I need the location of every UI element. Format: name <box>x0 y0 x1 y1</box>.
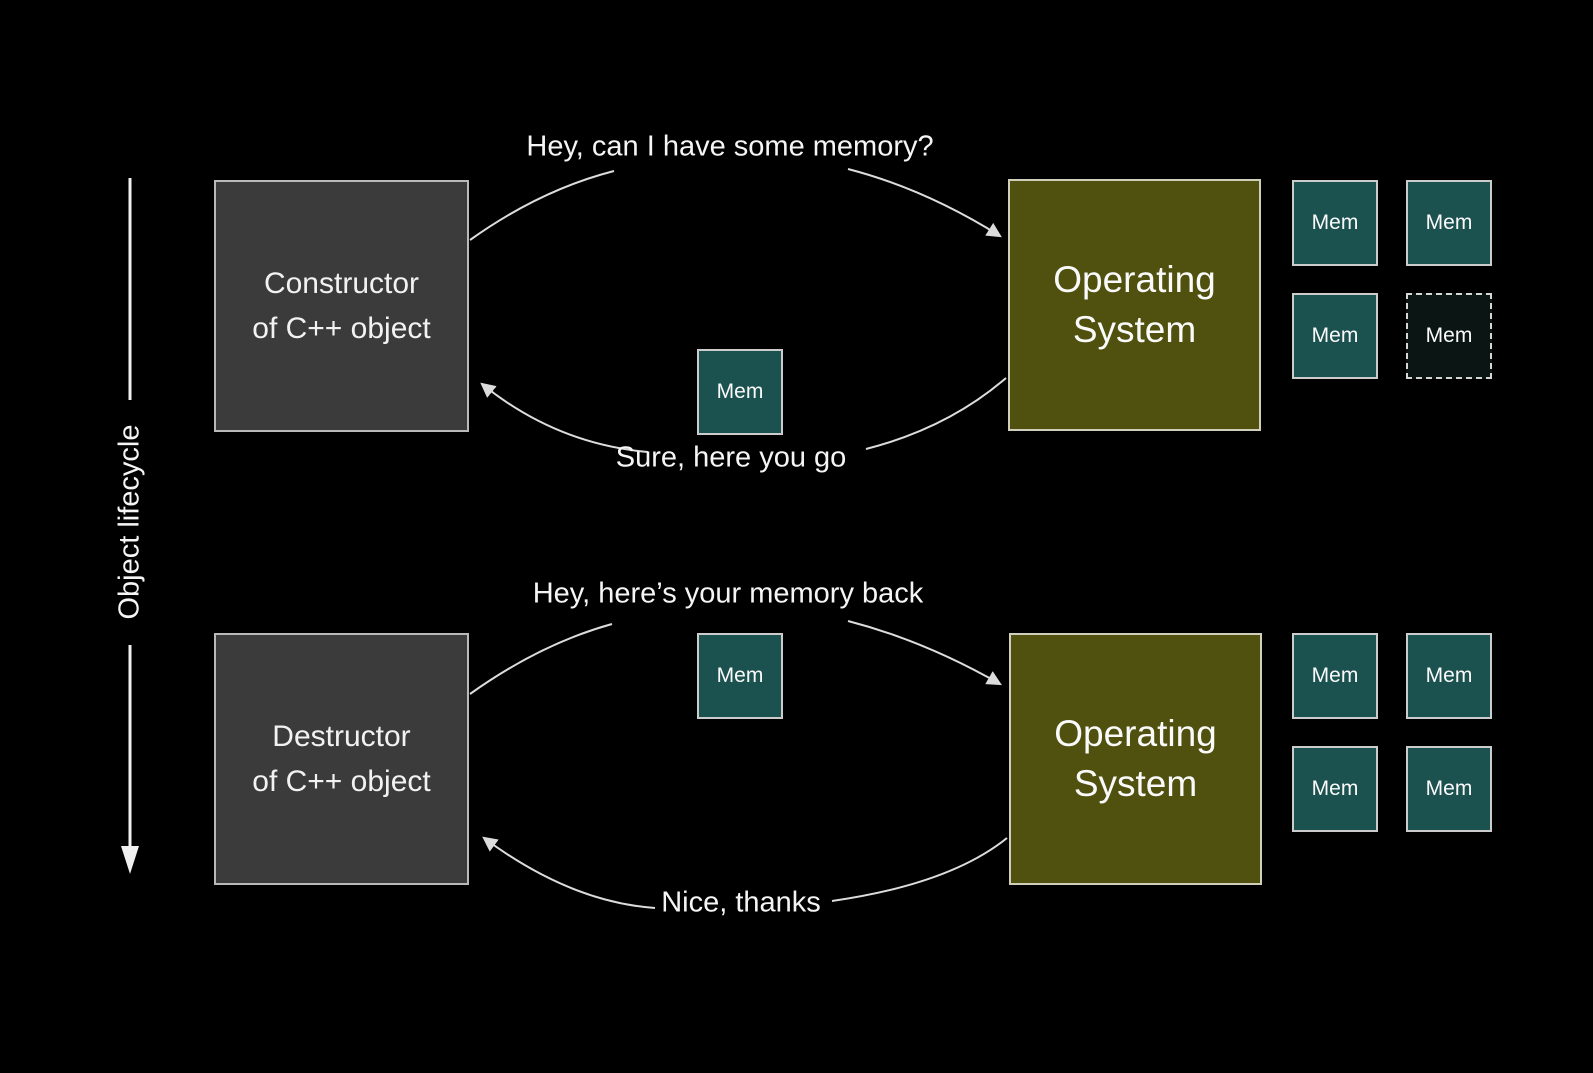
top-response-arrow-right <box>865 377 1007 450</box>
top-response-caption: Sure, here you go <box>615 441 847 474</box>
mem-slot: Mem <box>1292 633 1378 719</box>
bottom-request-arrow-right <box>847 620 1002 686</box>
top-request-arrow <box>469 168 1002 241</box>
destructor-label: Destructor of C++ object <box>252 720 431 798</box>
bottom-response-caption: Nice, thanks <box>661 886 821 919</box>
bottom-request-arrow-left <box>469 623 613 695</box>
os-box-top: Operating System <box>1008 179 1261 431</box>
mem-slot: Mem <box>1406 746 1492 832</box>
bottom-response-arrow-left <box>482 836 656 909</box>
destructor-box: Destructor of C++ object <box>214 633 469 885</box>
top-request-caption: Hey, can I have some memory? <box>526 130 934 163</box>
lifecycle-axis-label: Object lifecycle <box>113 424 146 620</box>
os-label-top: Operating System <box>1053 259 1216 350</box>
mem-slot: Mem <box>1292 180 1378 266</box>
bottom-response-arrow-right <box>831 837 1008 902</box>
os-box-bottom: Operating System <box>1009 633 1262 885</box>
top-request-arrow-right <box>847 168 1002 238</box>
mem-slot: Mem <box>1292 293 1378 379</box>
lifecycle-axis-arrowhead-icon <box>121 846 139 874</box>
constructor-box: Constructor of C++ object <box>214 180 469 432</box>
mem-slot: Mem <box>1406 633 1492 719</box>
mem-transfer-box-bottom: Mem <box>697 633 783 719</box>
mem-slot-given-away: Mem <box>1406 293 1492 379</box>
constructor-label: Constructor of C++ object <box>252 267 431 345</box>
mem-transfer-box-top: Mem <box>697 349 783 435</box>
mem-slot: Mem <box>1292 746 1378 832</box>
mem-slot: Mem <box>1406 180 1492 266</box>
bottom-request-caption: Hey, here’s your memory back <box>532 577 924 610</box>
os-label-bottom: Operating System <box>1054 713 1217 804</box>
top-request-arrow-left <box>469 170 615 241</box>
